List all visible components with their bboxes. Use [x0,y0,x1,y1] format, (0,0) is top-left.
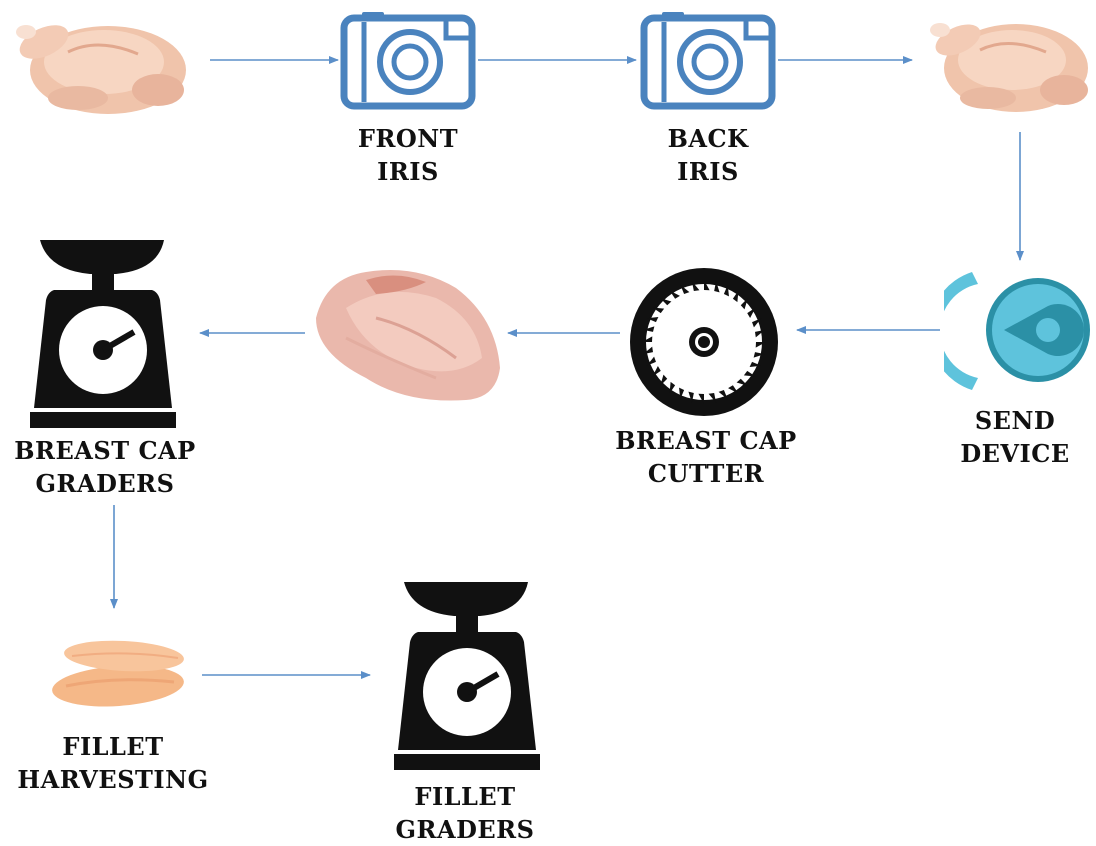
scale-icon [30,240,176,430]
scale-icon [394,582,540,772]
fillet-harvesting-label: FILLET HARVESTING [6,730,220,796]
breast-cap-cutter-node [630,268,778,416]
breast-cap-graders-node [30,240,176,430]
camera-icon [340,12,476,110]
fillet-image [46,636,186,712]
send-device-label: SEND DEVICE [930,404,1096,470]
chicken-start-node [8,2,190,120]
send-device-node [944,268,1092,394]
camera-icon [640,12,776,110]
breast-cap-cutter-label: BREAST CAP CUTTER [596,424,816,490]
whole-chicken-image [8,2,190,120]
breast-cap-node [306,258,502,408]
breast-cap-image [306,258,502,408]
back-iris-node [640,12,776,110]
breast-cap-graders-label: BREAST CAP GRADERS [0,434,210,500]
back-iris-label: BACK IRIS [618,122,798,188]
front-iris-node [340,12,476,110]
whole-chicken-image [924,2,1094,120]
fillet-harvesting-node [46,636,186,712]
fillet-graders-label: FILLET GRADERS [360,780,570,846]
chicken-after-node [924,2,1094,120]
saw-blade-icon [630,268,778,416]
send-device-icon [944,268,1092,394]
front-iris-label: FRONT IRIS [318,122,498,188]
fillet-graders-node [394,582,540,772]
